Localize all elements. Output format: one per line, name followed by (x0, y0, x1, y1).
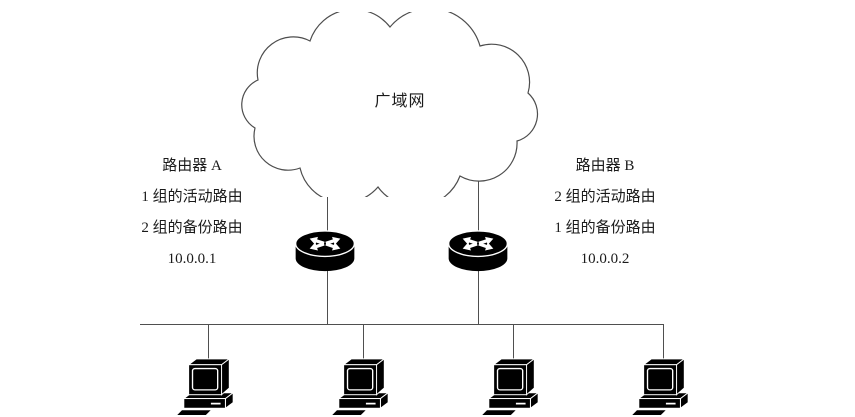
cloud-icon (241, 12, 539, 197)
router-a-ip-address: 10.0.0.1 (167, 251, 217, 267)
router-b-standby-route: 1 组的备份路由 (554, 220, 656, 236)
router-a-icon (293, 229, 357, 274)
workstation-2-link (363, 325, 364, 359)
lan-bus-line (140, 324, 664, 325)
router-a-standby-route: 2 组的备份路由 (141, 220, 243, 236)
workstation-4-link (663, 325, 664, 359)
router-a-active-route: 1 组的活动路由 (141, 189, 243, 205)
router-b-title: 路由器 B (575, 158, 635, 174)
workstation-1-link (208, 325, 209, 359)
workstation-3-link (513, 325, 514, 359)
router-b-ip-address: 10.0.0.2 (580, 251, 630, 267)
workstation-icon (331, 356, 395, 416)
router-b-icon (446, 229, 510, 274)
router-a-label-block: 路由器 A 1 组的活动路由 2 组的备份路由 10.0.0.1 (97, 151, 287, 275)
workstation-icon (631, 356, 695, 416)
wan-cloud-label: 广域网 (374, 93, 426, 110)
router-b-label-block: 路由器 B 2 组的活动路由 1 组的备份路由 10.0.0.2 (510, 151, 700, 275)
router-b-active-route: 2 组的活动路由 (554, 189, 656, 205)
workstation-icon (481, 356, 545, 416)
router-a-title: 路由器 A (162, 158, 222, 174)
workstation-icon (176, 356, 240, 416)
